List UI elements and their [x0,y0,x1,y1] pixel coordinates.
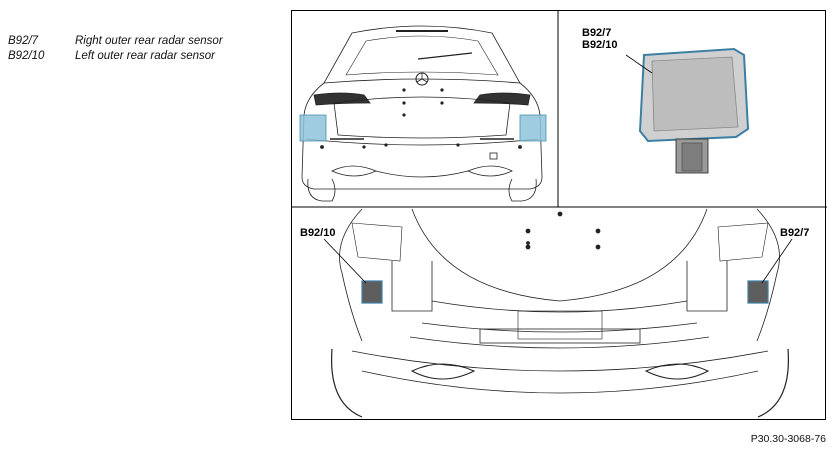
callout-sensor-detail-b92-7: B92/7 [582,27,612,39]
diagram-figure: B92/7 B92/10 B92/10 B92/7 [291,10,827,420]
legend-item-b92-7: B92/7 Right outer rear radar sensor [8,34,223,49]
legend-code: B92/7 [8,35,39,47]
sensor-detail [625,47,750,174]
callout-sensor-detail-b92-10: B92/10 [582,39,618,51]
legend-code: B92/10 [8,50,45,62]
sensor-b92-7 [747,280,769,304]
callout-lower-left-b92-10: B92/10 [300,227,336,239]
legend-description: Right outer rear radar sensor [75,35,223,47]
legend-description: Left outer rear radar sensor [75,50,215,62]
car-rear-overview [299,25,547,202]
callout-lower-right-b92-7: B92/7 [780,227,810,239]
reference-code: P30.30-3068-76 [750,433,826,445]
legend-item-b92-10: B92/10 Left outer rear radar sensor [8,49,223,64]
bumper-removed-view [323,208,793,418]
sensor-b92-10 [361,280,383,304]
legend: B92/7 Right outer rear radar sensor B92/… [8,34,223,64]
diagram-drawing [292,11,827,418]
